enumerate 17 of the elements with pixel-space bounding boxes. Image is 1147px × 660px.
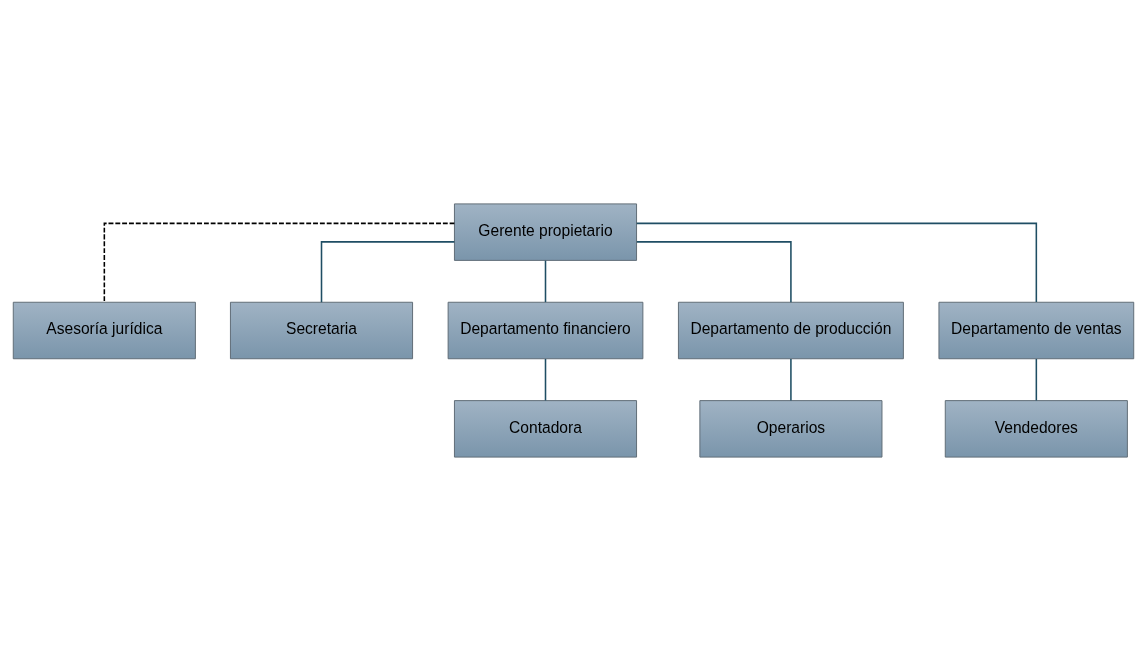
connector <box>544 259 547 303</box>
node-box: Gerente propietario <box>453 202 638 261</box>
node-box: Asesoría jurídica <box>12 301 196 359</box>
connector <box>636 240 792 303</box>
node-box: Operarios <box>699 399 883 458</box>
connector <box>103 222 456 303</box>
connector <box>635 222 1038 303</box>
connector <box>320 240 456 303</box>
connector <box>1035 357 1038 401</box>
node-box: Departamento financiero <box>447 301 644 359</box>
connector <box>544 357 547 401</box>
node-box: Departamento de producción <box>677 301 904 359</box>
connector <box>790 357 792 401</box>
node-box: Contadora <box>453 399 638 458</box>
node-box: Vendedores <box>944 399 1128 458</box>
node-box: Secretaria <box>229 301 414 359</box>
node-box: Departamento de ventas <box>938 301 1135 359</box>
